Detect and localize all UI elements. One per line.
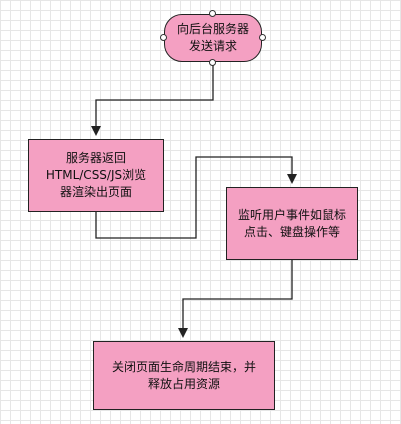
connection-handle-left[interactable] <box>160 34 167 41</box>
edge-listen-events-to-close-page <box>178 260 293 338</box>
connection-handle-top[interactable] <box>209 10 216 17</box>
server-return-node[interactable]: 服务器返回 HTML/CSS/JS浏览 器渲染出页面 <box>28 139 164 212</box>
connection-handle-right[interactable] <box>259 34 266 41</box>
server-return-label: 服务器返回 HTML/CSS/JS浏览 器渲染出页面 <box>45 151 147 199</box>
listen-events-node[interactable]: 监听用户事件如鼠标 点击、键盘操作等 <box>226 187 358 260</box>
start-node[interactable]: 向后台服务器 发送请求 <box>164 14 262 62</box>
connection-handle-bottom[interactable] <box>209 59 216 66</box>
listen-events-label: 监听用户事件如鼠标 点击、键盘操作等 <box>237 207 346 239</box>
close-page-node[interactable]: 关闭页面生命周期结束，并 释放占用资源 <box>93 341 275 410</box>
edge-start-to-server-return <box>91 62 214 136</box>
start-node-label: 向后台服务器 发送请求 <box>176 22 249 53</box>
edge-server-return-to-listen-events <box>95 156 297 239</box>
close-page-label: 关闭页面生命周期结束，并 释放占用资源 <box>111 359 256 391</box>
